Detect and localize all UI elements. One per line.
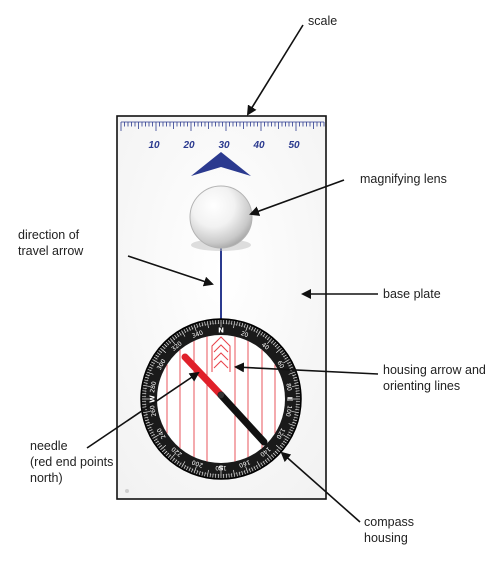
scale-number: 40 xyxy=(252,140,265,151)
scale-number: 30 xyxy=(218,140,230,151)
label-scale: scale xyxy=(308,13,337,29)
dial-degree-label: 80 xyxy=(284,383,292,392)
dial-cardinal-n: N xyxy=(218,327,224,335)
magnifying-lens xyxy=(190,186,252,248)
scale-number: 50 xyxy=(288,140,300,151)
label-magnifying-lens: magnifying lens xyxy=(360,171,447,187)
label-compass-housing: compass housing xyxy=(364,514,414,546)
scale-number: 20 xyxy=(182,140,195,151)
scale-number: 10 xyxy=(148,140,160,151)
label-direction-of-travel-arrow: direction of travel arrow xyxy=(18,227,83,259)
label-base-plate: base plate xyxy=(383,286,441,302)
label-needle: needle (red end points north) xyxy=(30,438,113,486)
label-housing-arrow: housing arrow and orienting lines xyxy=(383,362,486,394)
dial-cardinal-e: E xyxy=(286,397,294,402)
dial-cardinal-s: S xyxy=(218,464,223,472)
